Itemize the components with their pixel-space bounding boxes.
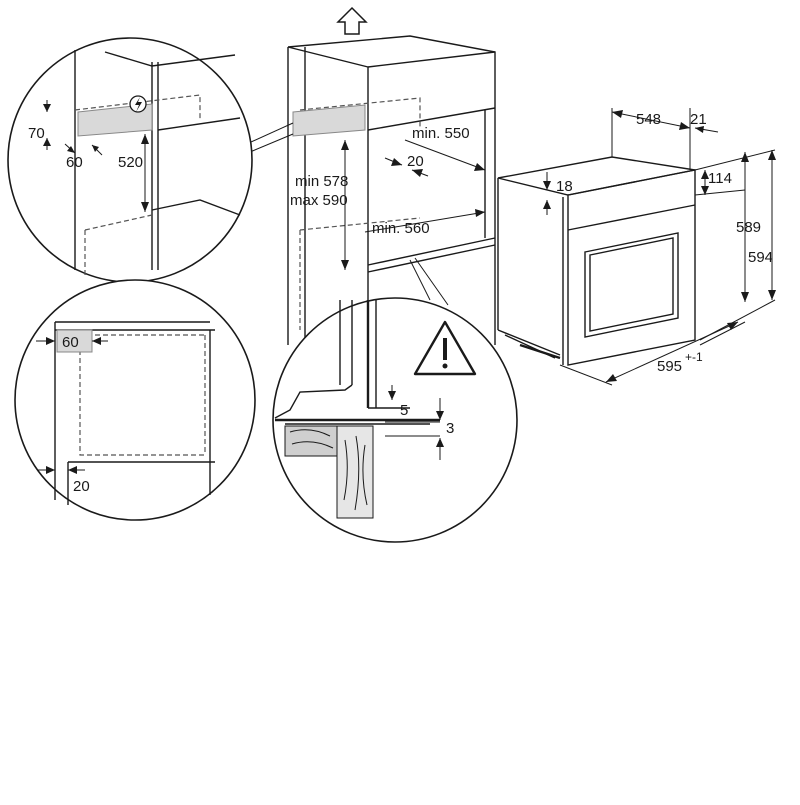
detail-circle-top: 70 60 520 xyxy=(7,37,253,283)
label-589: 589 xyxy=(736,219,761,236)
label-595-tolerance: +-1 xyxy=(685,350,703,364)
cabinet xyxy=(239,35,496,345)
label-70: 70 xyxy=(28,125,45,142)
label-max590: max 590 xyxy=(290,192,348,209)
label-20-left: 20 xyxy=(73,478,90,495)
electric-bolt-icon xyxy=(129,95,147,113)
cabinet-dimensions: min 578 max 590 min. 550 20 min. 560 xyxy=(290,125,486,270)
label-548: 548 xyxy=(636,111,661,128)
label-18: 18 xyxy=(556,178,573,195)
leader-bottom-detail xyxy=(409,259,431,301)
label-min578: min 578 xyxy=(295,173,348,190)
label-595: 595 xyxy=(657,358,682,375)
oven-dimensions: 548 21 18 114 589 594 595 +-1 xyxy=(543,110,776,386)
label-60-left: 60 xyxy=(62,334,79,351)
label-5: 5 xyxy=(400,402,408,419)
label-21: 21 xyxy=(690,111,707,128)
label-114: 114 xyxy=(708,170,732,187)
up-arrow-icon xyxy=(336,6,368,35)
label-60-top: 60 xyxy=(66,154,83,171)
label-min560: min. 560 xyxy=(372,220,430,237)
label-min550: min. 550 xyxy=(412,125,470,142)
detail-circle-left: 60 20 xyxy=(14,279,256,521)
leader-bottom-detail-2 xyxy=(414,257,449,306)
label-594: 594 xyxy=(748,249,773,266)
label-520: 520 xyxy=(118,154,143,171)
detail-circle-bottom: 5 3 xyxy=(272,297,518,543)
oven xyxy=(497,108,776,366)
wood-block xyxy=(284,425,374,519)
label-3: 3 xyxy=(446,420,454,437)
label-20-cab: 20 xyxy=(407,153,424,170)
warning-triangle-icon xyxy=(413,320,477,376)
